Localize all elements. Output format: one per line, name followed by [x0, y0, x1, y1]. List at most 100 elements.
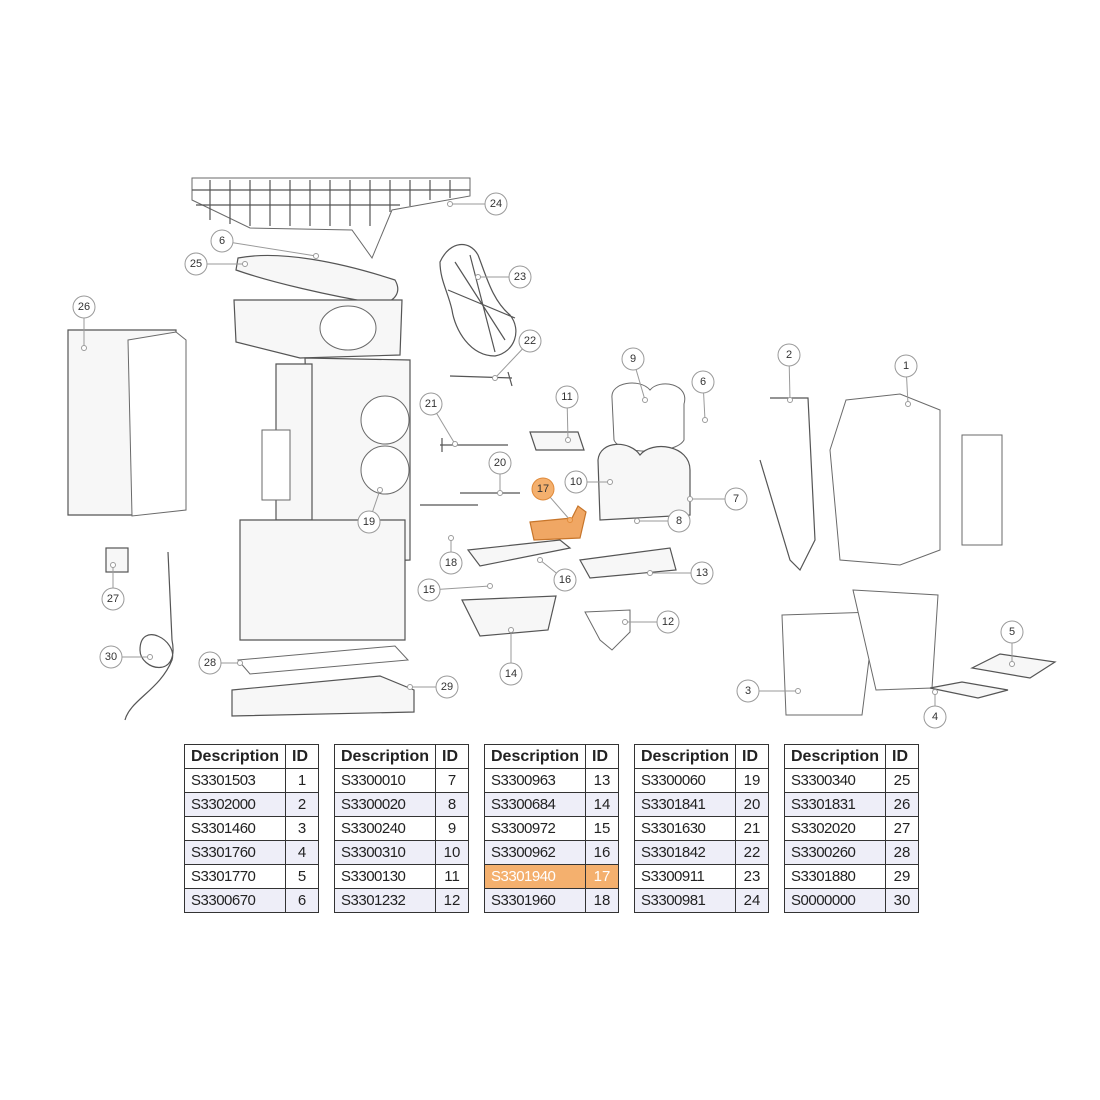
callout-22[interactable]: 22	[492, 329, 542, 381]
leader-dot	[607, 479, 613, 485]
part-shaft-22[interactable]	[449, 371, 513, 387]
part-shaft-21[interactable]	[440, 438, 508, 452]
part-number-cell: S3300010	[333, 768, 437, 793]
part-cups[interactable]	[597, 382, 691, 521]
callout-2[interactable]: 2	[777, 343, 801, 403]
part-3[interactable]	[781, 611, 876, 716]
part-11[interactable]	[529, 431, 585, 451]
callout-25[interactable]: 25	[184, 252, 248, 276]
callout-19[interactable]: 19	[357, 487, 383, 534]
part-number-cell: S3301460	[183, 816, 287, 841]
part-12[interactable]	[584, 609, 631, 651]
callout-30[interactable]: 30	[99, 645, 153, 669]
callout-label: 17	[537, 483, 549, 495]
part-lid[interactable]	[235, 254, 399, 305]
part-28[interactable]	[236, 645, 410, 675]
header-description: Description	[483, 744, 587, 769]
callout-6[interactable]: 6	[210, 229, 319, 259]
callout-1[interactable]: 1	[894, 354, 918, 407]
leader-dot	[622, 619, 628, 625]
callout-4[interactable]: 4	[923, 689, 947, 729]
callout-28[interactable]: 28	[198, 651, 243, 675]
callout-12[interactable]: 12	[622, 610, 680, 634]
callout-20[interactable]: 20	[488, 451, 512, 496]
callout-3[interactable]: 3	[736, 679, 801, 703]
part-number-cell: S3300020	[333, 792, 437, 817]
leader-dot	[537, 557, 543, 563]
callout-17[interactable]: 17	[531, 477, 573, 523]
callout-29[interactable]: 29	[407, 675, 459, 699]
callout-7[interactable]: 7	[687, 487, 748, 511]
callout-14[interactable]: 14	[499, 627, 523, 686]
exploded-parts-diagram	[67, 177, 1057, 721]
part-shaft-20[interactable]	[420, 492, 520, 506]
callout-23[interactable]: 23	[475, 265, 532, 289]
callout-24[interactable]: 24	[447, 192, 508, 216]
part-2[interactable]	[759, 397, 816, 572]
part-30-cable[interactable]	[124, 551, 174, 721]
part-4[interactable]	[929, 681, 1009, 699]
part-16[interactable]	[466, 539, 572, 567]
part-29[interactable]	[231, 675, 415, 717]
part-id-cell: 12	[435, 888, 470, 913]
callout-16[interactable]: 16	[537, 557, 577, 592]
callout-label: 28	[204, 657, 216, 669]
part-13[interactable]	[579, 547, 677, 579]
callout-10[interactable]: 10	[564, 470, 613, 494]
leader-dot	[905, 401, 911, 407]
callout-6[interactable]: 6	[691, 370, 715, 423]
callout-21[interactable]: 21	[419, 392, 458, 447]
callout-27[interactable]: 27	[101, 562, 125, 611]
callout-13[interactable]: 13	[647, 561, 714, 585]
callout-11[interactable]: 11	[555, 385, 579, 443]
part-14[interactable]	[461, 595, 557, 637]
part-side-panel[interactable]	[67, 329, 187, 517]
part-cage[interactable]	[439, 244, 517, 357]
leader-dot	[448, 535, 454, 541]
part-id-cell: 10	[435, 840, 470, 865]
callout-18[interactable]: 18	[439, 535, 463, 575]
part-1[interactable]	[829, 393, 941, 566]
part-number-cell: S3301770	[183, 864, 287, 889]
callout-26[interactable]: 26	[72, 295, 96, 351]
callout-5[interactable]: 5	[1000, 620, 1024, 667]
part-basket[interactable]	[191, 177, 471, 260]
leader-dot	[237, 660, 243, 666]
callout-15[interactable]: 15	[417, 578, 493, 602]
callout-9[interactable]: 9	[621, 347, 648, 403]
callout-8[interactable]: 8	[634, 509, 691, 533]
part-id-cell: 4	[285, 840, 320, 865]
part-id-cell: 1	[285, 768, 320, 793]
